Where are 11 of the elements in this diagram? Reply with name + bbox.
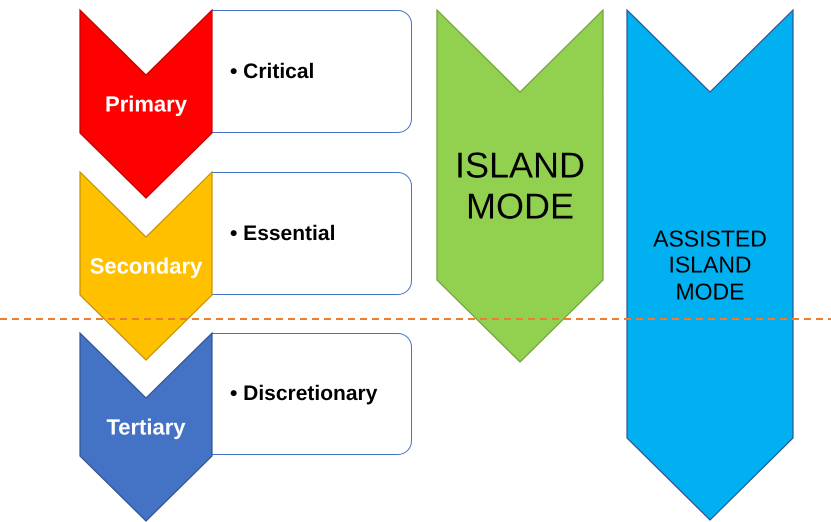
bullet-item: • Essential <box>230 222 336 246</box>
text-box <box>212 10 412 133</box>
text-box <box>212 172 412 295</box>
chevron-label: Primary <box>104 91 188 117</box>
bullet-item: • Critical <box>230 60 314 84</box>
chevron-label: Tertiary <box>105 414 187 440</box>
chevron-label: Secondary <box>88 253 204 279</box>
chevron-label: ASSISTED ISLAND MODE <box>652 225 768 305</box>
chevron-label: ISLAND MODE <box>454 144 586 228</box>
bullet-item: • Discretionary <box>230 382 378 406</box>
text-box <box>212 333 412 455</box>
